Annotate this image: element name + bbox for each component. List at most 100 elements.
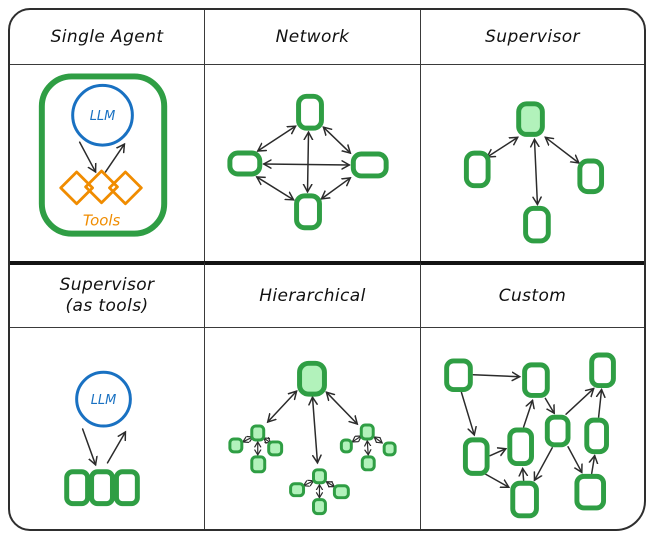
custom-diagram [444,352,616,518]
cell-network [205,65,421,261]
llm-label: LLM [90,109,116,124]
agent-node [522,361,550,398]
top-supervisor-node [297,360,327,397]
edge-left-right [264,164,350,165]
tool-diamond [108,170,143,206]
agent-node [589,352,616,388]
edge-bottom-right [321,178,350,199]
team-agent-node [339,437,353,453]
supervisor-as-tools-title-line2: (as tools) [65,296,149,316]
edge-supervisor-left [487,137,518,157]
agent-node [507,427,534,466]
llm-label: LLM [91,393,117,408]
edge-top-left [258,126,296,151]
edge-top-leftcluster [268,391,297,422]
agent-node-bottom [523,205,551,244]
supervisor-as-tools-title-line1: Supervisor [59,275,155,295]
agent-node-top [296,93,324,131]
header-supervisor: Supervisor [421,10,644,65]
network-title: Network [275,26,350,47]
agent-node [574,473,607,510]
tools-to-llm-arrow [104,144,125,173]
cell-hierarchical [205,328,421,529]
agent-node-right [577,158,605,195]
agent-node-left [463,150,491,189]
agents-to-llm-arrow [106,431,125,464]
edge-top-right [323,127,350,153]
cell-supervisor [421,65,644,261]
edge-supervisor-right [545,137,579,163]
supervisor-diagram [463,101,605,244]
team-agent-node [312,497,327,515]
header-custom: Custom [421,261,644,328]
network-diagram [227,93,389,231]
tool-diamond [59,170,94,206]
tools-label: Tools [83,212,121,230]
agent-node-left [227,150,263,177]
llm-circle [71,83,134,147]
team-supervisor-node [359,423,375,440]
hierarchical-title: Hierarchical [259,285,366,306]
agent-node [584,417,609,454]
custom-edge [489,448,506,456]
agent-boundary-box [38,73,168,237]
agent-node [544,414,571,447]
llm-to-tools-arrow [78,141,96,172]
llm-to-agents-arrow [81,427,96,465]
team-agent-node [267,439,284,456]
custom-edge [544,397,554,413]
supervisor-title: Supervisor [485,26,580,47]
architecture-comparison-frame: Single Agent Network Supervisor LLM Tool… [8,8,646,531]
header-single-agent: Single Agent [10,10,205,65]
team-agent-node [382,440,397,456]
team-agent-node [332,483,350,499]
team-supervisor-node [312,467,327,484]
supervisor-as-tools-diagram: LLM [64,370,140,506]
single-agent-diagram: LLM Tools [38,73,168,237]
custom-edge [592,455,595,474]
agent-tool-node [89,468,115,506]
agent-tool-node [64,468,91,506]
agent-tool-node [113,468,140,506]
hierarchical-diagram [228,360,397,515]
custom-edge [534,446,553,480]
team-edge [367,440,368,454]
custom-edge [522,400,533,428]
cell-custom [421,328,644,529]
team-edge [374,436,382,442]
custom-edge [472,374,519,376]
custom-edge [567,445,582,472]
tool-diamond [84,169,119,205]
custom-edge [483,472,509,488]
edge-bottom-left [257,177,294,200]
team-edge [326,481,334,486]
team-edge [352,435,361,441]
team-supervisor-node [250,424,266,441]
single-agent-title: Single Agent [50,26,164,47]
agent-node-bottom [294,193,322,231]
cell-single-agent: LLM Tools [10,65,205,261]
team-agent-node [289,481,306,497]
agent-node-right [350,151,389,179]
custom-edge [460,391,474,434]
agent-node [462,436,490,476]
header-network: Network [205,10,421,65]
team-agent-node [360,454,376,471]
agent-node [510,480,539,518]
edge-top-bottomcluster [313,397,318,463]
header-hierarchical: Hierarchical [205,261,421,328]
cell-supervisor-as-tools: LLM [10,328,205,529]
architecture-grid: Single Agent Network Supervisor LLM Tool… [10,10,644,529]
custom-edge [565,388,594,415]
team-agent-node [250,454,267,473]
custom-title: Custom [498,285,567,306]
team-edge [304,480,314,485]
team-agent-node [228,436,244,453]
custom-edge [523,468,524,481]
edge-top-rightcluster [326,392,357,424]
agent-node [444,357,473,392]
edge-supervisor-bottom [534,139,537,204]
llm-circle [75,370,132,428]
header-supervisor-as-tools: Supervisor (as tools) [10,261,205,328]
edge-top-bottom [308,132,309,192]
